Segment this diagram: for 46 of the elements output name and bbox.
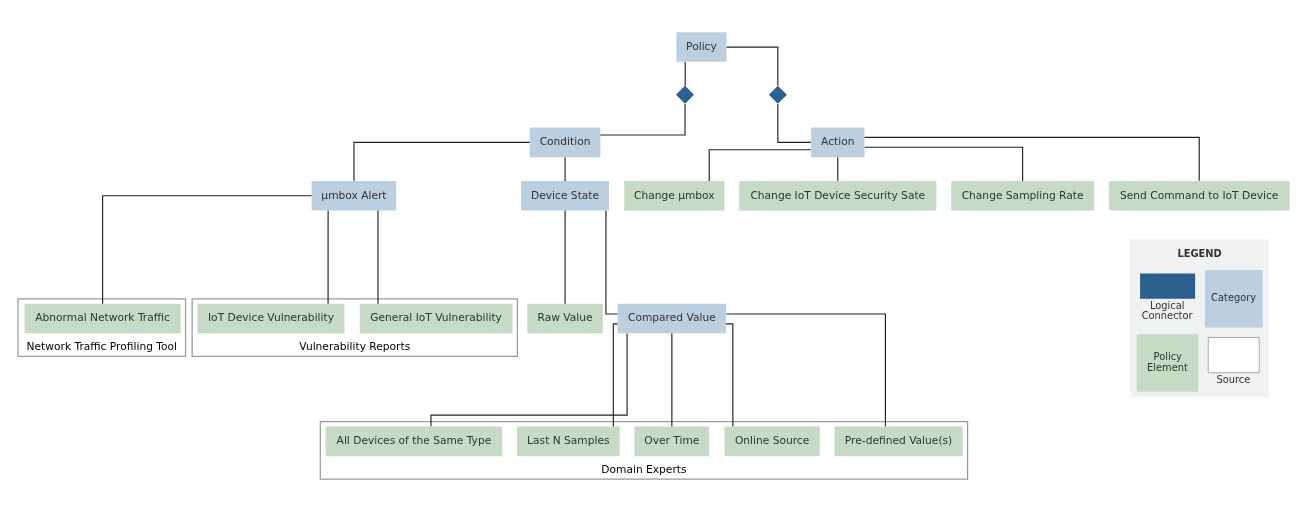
connector <box>708 148 812 181</box>
connector <box>327 209 329 304</box>
node-box: Abnormal Network Traffic <box>24 303 181 333</box>
node-box: Policy <box>676 31 727 62</box>
node-box: Online Source <box>724 426 820 456</box>
legend-label: Logical Connector <box>1141 299 1193 321</box>
node-box: Change µmbox <box>624 180 725 211</box>
node-box: Condition <box>529 127 601 157</box>
connector <box>605 209 618 315</box>
connector <box>377 209 379 304</box>
node-diamond <box>675 85 695 104</box>
node-box: Last N Samples <box>517 426 620 456</box>
node-box: Compared Value <box>617 303 727 333</box>
node-diamond <box>768 85 787 104</box>
node-box: IoT Device Vulnerability <box>197 303 345 333</box>
connector <box>864 146 1024 182</box>
connector <box>864 136 1200 181</box>
connector <box>564 156 566 182</box>
node-box: Pre-defined Value(s) <box>834 426 963 456</box>
node-box: Action <box>811 127 865 157</box>
label: LEGEND <box>1177 247 1222 259</box>
node-box: All Devices of the Same Type <box>325 426 503 456</box>
connector <box>726 46 779 86</box>
legend-label: Policy Element <box>1147 350 1188 373</box>
connector <box>684 60 686 86</box>
node-box: Device State <box>521 180 609 211</box>
connector <box>612 322 619 427</box>
node-box: Change Sampling Rate <box>951 180 1095 211</box>
connector <box>725 312 886 427</box>
connector <box>671 332 673 427</box>
connector <box>599 102 686 136</box>
connector <box>777 102 812 143</box>
node-box: General IoT Vulnerability <box>359 303 513 333</box>
connector <box>430 332 628 427</box>
node-box: µmbox Alert <box>311 180 397 211</box>
node-box: Raw Value <box>527 303 603 333</box>
legend-label: Source <box>1216 373 1251 385</box>
connector <box>725 322 734 427</box>
connector <box>564 209 566 304</box>
connector <box>102 194 313 304</box>
connector <box>837 156 839 182</box>
node-box: Send Command to IoT Device <box>1108 180 1290 211</box>
node-box: Over Time <box>634 426 710 456</box>
connector <box>353 141 531 181</box>
node-box: Change IoT Device Security Sate <box>739 180 937 211</box>
legend-label: Category <box>1211 291 1257 303</box>
